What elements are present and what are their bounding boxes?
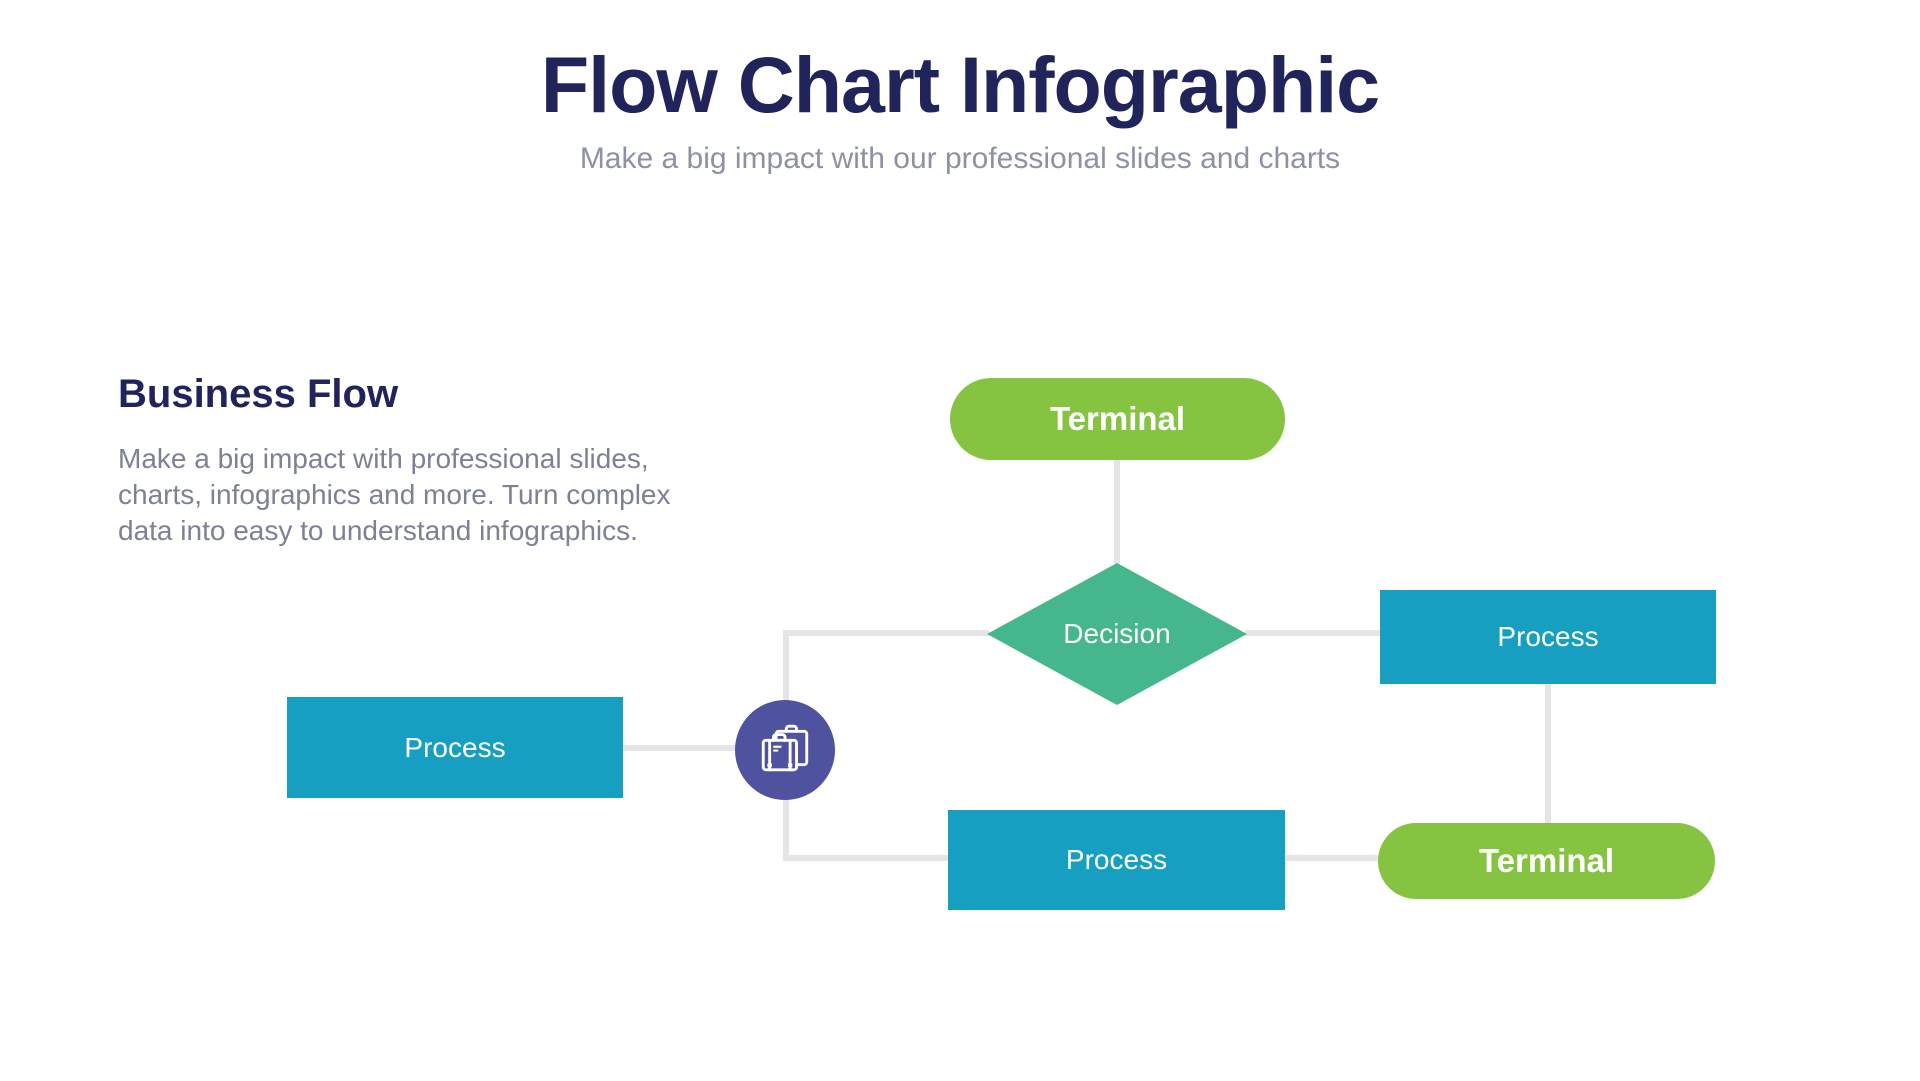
node-terminal-bottom: Terminal xyxy=(1378,823,1715,899)
connector-decision-left xyxy=(785,630,989,636)
page-title: Flow Chart Infographic xyxy=(540,40,1380,129)
briefcase-icon xyxy=(753,716,817,785)
node-process-right: Process xyxy=(1380,590,1716,684)
intro-body-line: Make a big impact with professional slid… xyxy=(118,443,649,474)
connector-processright-to-terminal xyxy=(1545,682,1551,825)
connector-processleft-to-icon xyxy=(623,745,743,751)
intro-block: Business Flow Make a big impact with pro… xyxy=(118,372,718,549)
connector-to-process-bottom xyxy=(785,855,950,861)
page-subtitle: Make a big impact with our professional … xyxy=(579,141,1341,175)
node-process-left: Process xyxy=(287,697,623,798)
intro-body-line: charts, infographics and more. Turn comp… xyxy=(118,479,671,510)
intro-heading: Business Flow xyxy=(118,372,399,416)
node-decision: Decision xyxy=(987,563,1247,705)
connector-processbottom-to-terminal xyxy=(1283,855,1380,861)
node-process-bottom: Process xyxy=(948,810,1285,910)
connector-decision-to-processright xyxy=(1245,630,1382,636)
node-terminal-top: Terminal xyxy=(950,378,1285,460)
intro-body-line: data into easy to understand infographic… xyxy=(118,515,638,546)
connector-terminal-to-decision xyxy=(1114,458,1120,565)
intro-body: Make a big impact with professional slid… xyxy=(118,441,718,549)
briefcase-badge xyxy=(735,700,835,800)
header: Flow Chart Infographic Make a big impact… xyxy=(0,40,1920,178)
